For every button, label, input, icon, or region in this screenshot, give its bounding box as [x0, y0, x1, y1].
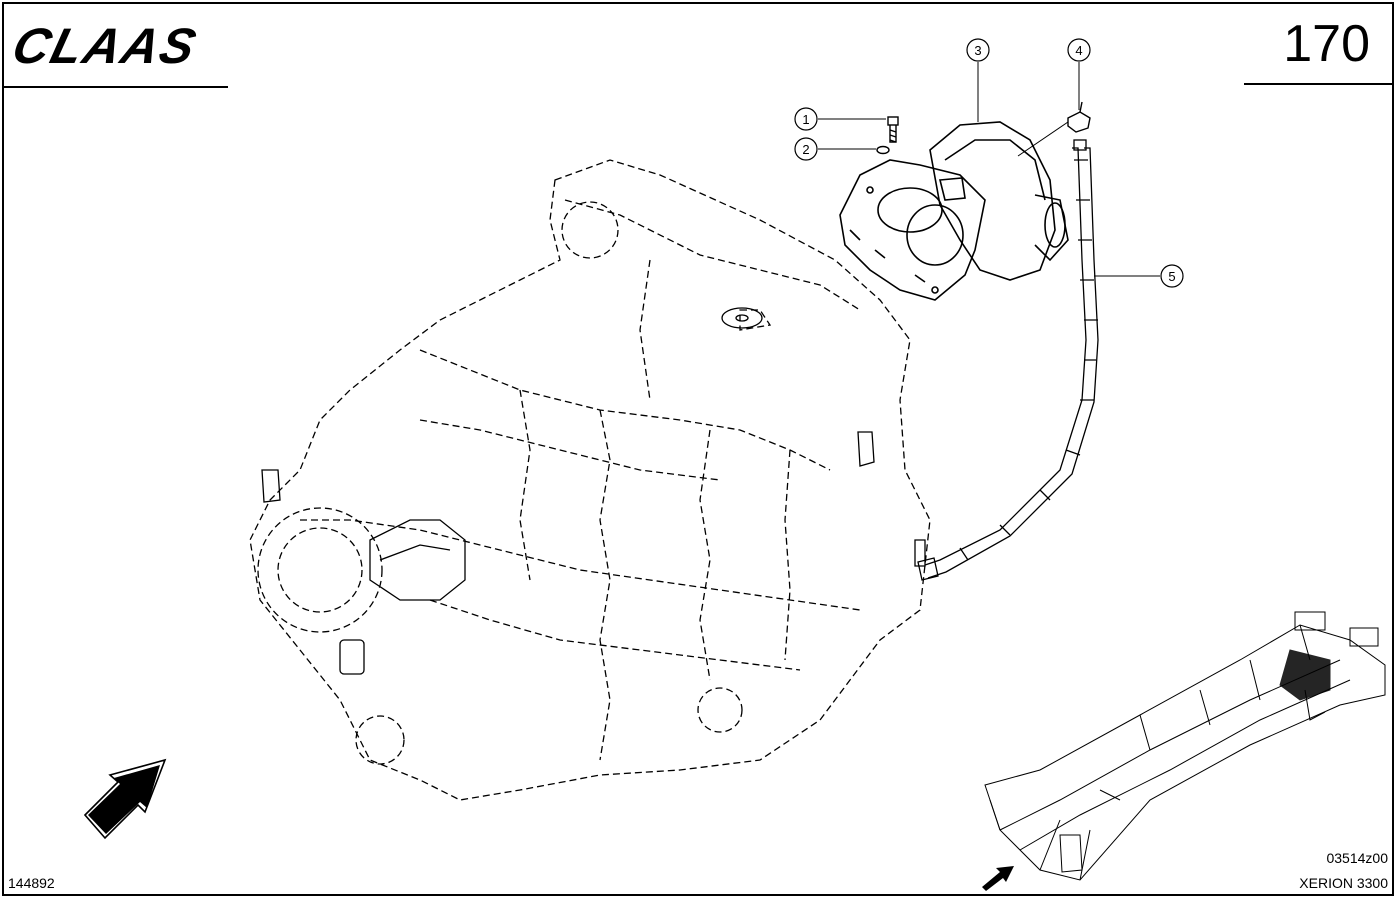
arrow-down-left-icon: [83, 758, 167, 840]
callout-2: 2: [794, 137, 818, 161]
drawing-id: 144892: [8, 875, 55, 891]
transmission-solid-details: [261, 307, 926, 675]
callout-4: 4: [1067, 38, 1091, 62]
gearbox-assembly: [839, 121, 1069, 301]
model-name: XERION 3300: [1299, 875, 1388, 891]
callout-4-label: 4: [1075, 43, 1082, 58]
callout-3: 3: [966, 38, 990, 62]
callout-1-label: 1: [802, 112, 809, 127]
hose-line: [917, 139, 1099, 581]
reference-code: 03514z00: [1326, 850, 1388, 866]
page-number: 170: [1283, 15, 1370, 73]
callout-2-label: 2: [802, 142, 809, 157]
chassis-location-thumbnail: [984, 611, 1386, 881]
thumbnail-arrow-icon: [982, 866, 1014, 891]
callout-3-label: 3: [974, 43, 981, 58]
transmission-housing: [249, 159, 931, 801]
callout-5-label: 5: [1168, 269, 1175, 284]
page-number-rule: [1244, 83, 1394, 85]
logo-rule: [2, 86, 228, 88]
callout-5: 5: [1160, 264, 1184, 288]
bolt-and-washer: [876, 116, 899, 155]
leader-lines: [818, 62, 1160, 277]
union-fitting: [1067, 101, 1091, 133]
callout-1: 1: [794, 107, 818, 131]
